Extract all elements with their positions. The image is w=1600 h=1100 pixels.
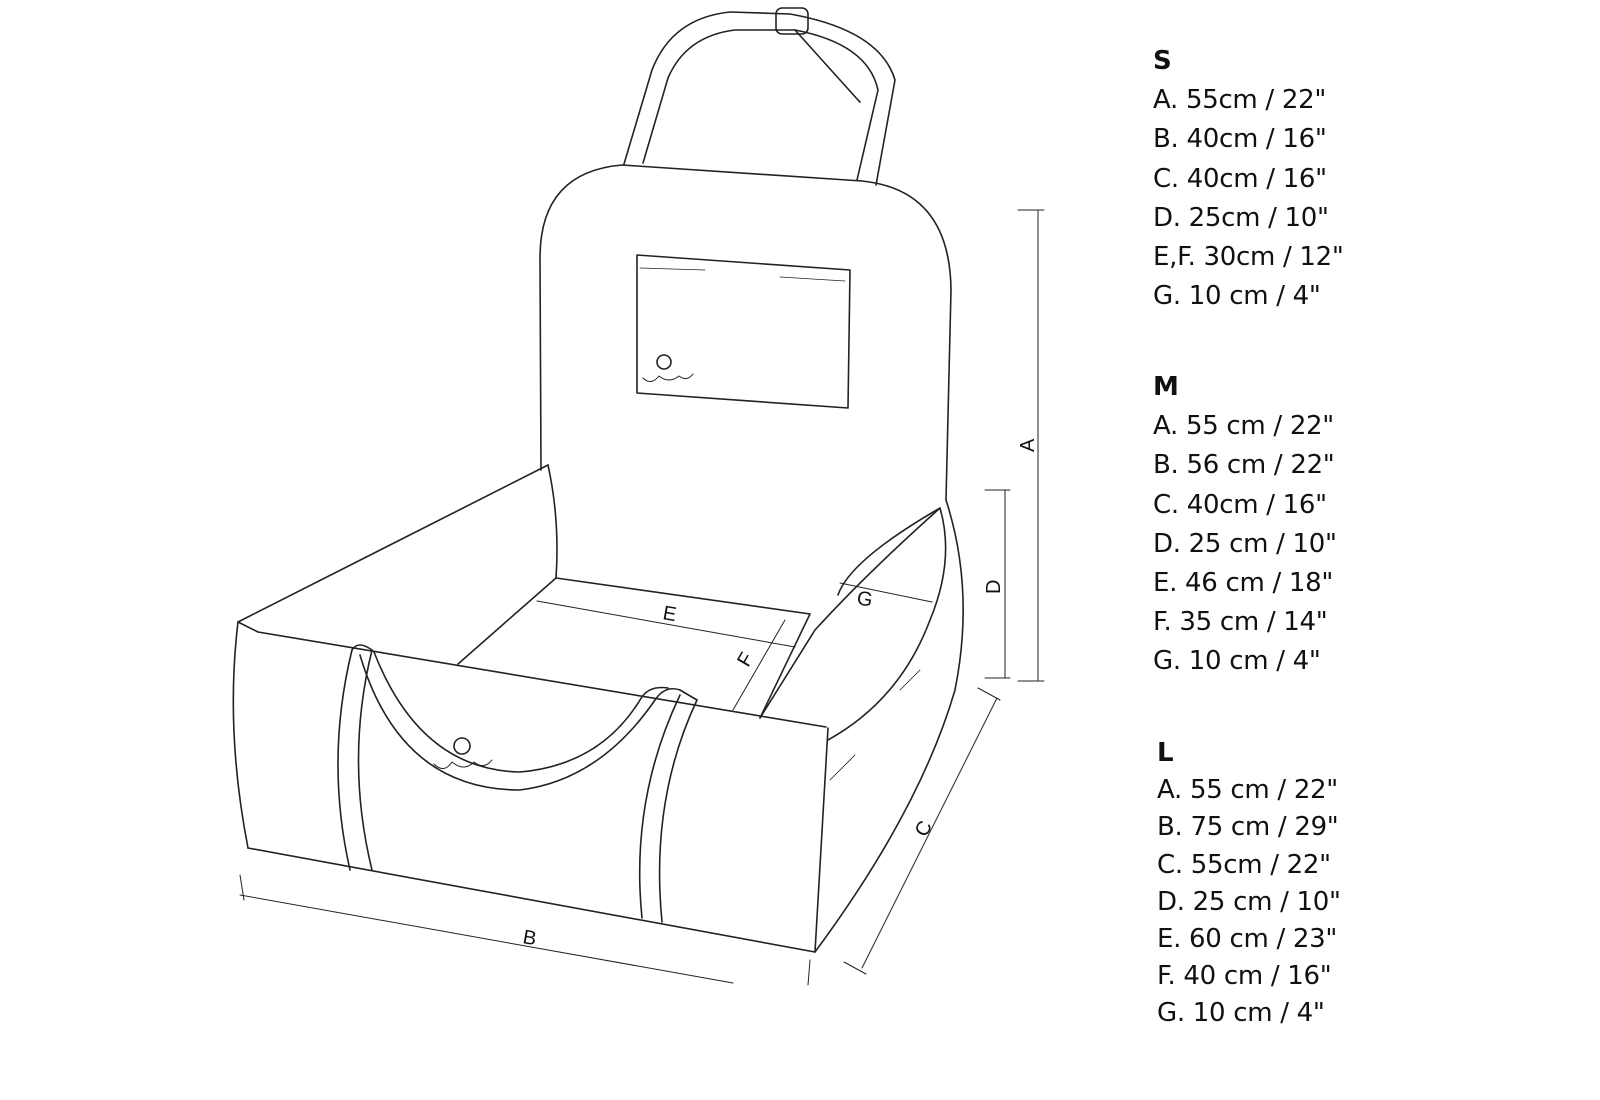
dimension-label-f: F [733, 649, 758, 671]
handles [337, 644, 698, 923]
dimension-label-e: E [661, 602, 678, 626]
backrest-left-edge [547, 464, 558, 579]
measurement: A. 55 cm / 22" [1153, 411, 1334, 442]
measurement: A. 55cm / 22" [1153, 85, 1326, 116]
measurement: G. 10 cm / 4" [1157, 998, 1325, 1029]
size-title: L [1157, 738, 1174, 768]
measurement: B. 40cm / 16" [1153, 124, 1327, 155]
size-title: M [1153, 372, 1179, 402]
dimension-label-b: B [521, 926, 538, 950]
left-side [232, 464, 549, 849]
logo-front [433, 737, 493, 769]
measurement: C. 55cm / 22" [1157, 849, 1331, 880]
measurement: F. 40 cm / 16" [1157, 961, 1332, 992]
buckle-icon [775, 7, 809, 35]
size-m-block: M A. 55 cm / 22" B. 56 cm / 22" C. 40cm … [1153, 368, 1337, 682]
seat-floor [457, 577, 811, 719]
size-s-block: S A. 55cm / 22" B. 40cm / 16" C. 40cm / … [1153, 42, 1344, 316]
right-cushion-detail [829, 669, 921, 781]
measurement: A. 55 cm / 22" [1157, 775, 1338, 806]
id-pocket [636, 254, 851, 409]
measurement: D. 25 cm / 10" [1157, 886, 1341, 917]
measurement: E. 60 cm / 23" [1157, 924, 1338, 955]
measurement: D. 25cm / 10" [1153, 202, 1329, 233]
measurement: B. 56 cm / 22" [1153, 450, 1335, 481]
measurement: G. 10 cm / 4" [1153, 646, 1321, 677]
front-face [237, 621, 829, 953]
headrest-strap [623, 7, 896, 186]
dimension-lines [239, 209, 1045, 986]
measurement: B. 75 cm / 29" [1157, 812, 1339, 843]
logo-pocket [642, 354, 694, 382]
size-l-block: L A. 55 cm / 22" B. 75 cm / 29" C. 55cm … [1157, 735, 1341, 1033]
size-title: S [1153, 46, 1172, 76]
measurement: D. 25 cm / 10" [1153, 528, 1337, 559]
dimension-label-c: C [911, 817, 937, 840]
right-cushion [759, 499, 964, 953]
measurement: C. 40cm / 16" [1153, 489, 1327, 520]
measurement: E,F. 30cm / 12" [1153, 242, 1344, 273]
backrest [539, 164, 952, 501]
dimension-label-a: A [1017, 438, 1039, 452]
dimension-label-d: D [983, 580, 1005, 594]
measurement: E. 46 cm / 18" [1153, 568, 1334, 599]
measurement: F. 35 cm / 14" [1153, 607, 1328, 638]
dimension-label-g: G [855, 587, 874, 611]
measurement: G. 10 cm / 4" [1153, 281, 1321, 312]
measurement: C. 40cm / 16" [1153, 163, 1327, 194]
